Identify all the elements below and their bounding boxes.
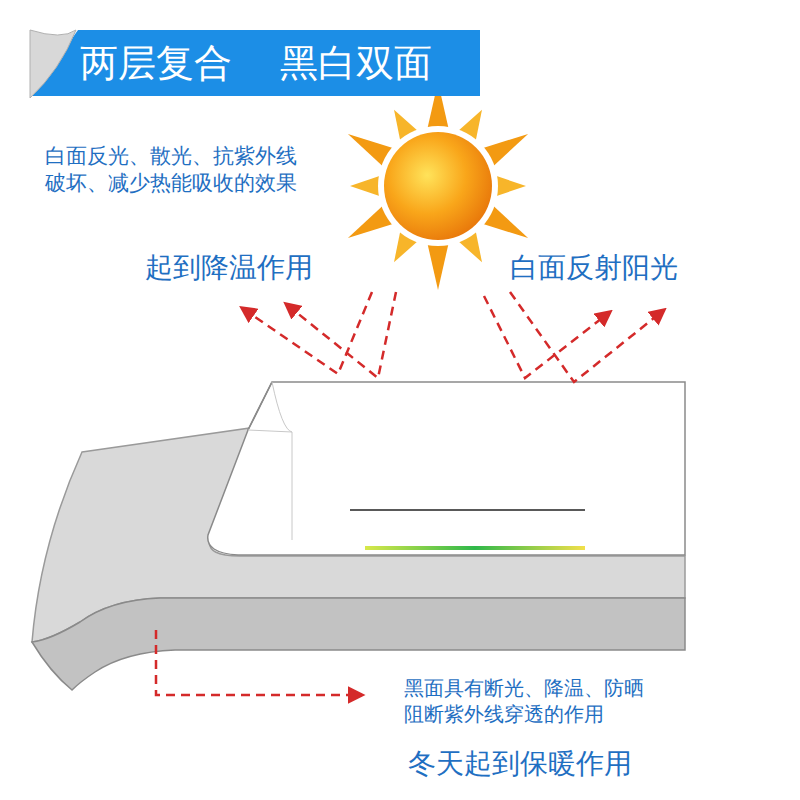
seam-line <box>350 509 585 511</box>
banner-curl <box>30 30 78 98</box>
white-side-note: 白面反光、散光、抗紫外线 破坏、减少热能吸收的效果 <box>45 143 310 198</box>
white-layer-shade <box>248 430 292 432</box>
reflect-arrows-right <box>484 292 664 382</box>
sun-disc <box>384 132 492 240</box>
banner-text: 两层复合 <box>80 38 232 89</box>
color-stripe <box>365 546 585 550</box>
black-layer-arrow <box>156 630 362 695</box>
banner-text: 黑白双面 <box>280 38 432 89</box>
title-banner: 两层复合黑白双面 <box>30 30 480 96</box>
sun-ring <box>378 126 498 246</box>
cooling-label: 起到降温作用 <box>145 250 313 286</box>
warmth-label: 冬天起到保暖作用 <box>408 746 632 782</box>
black-side-note: 黑面具有断光、降温、防晒 阻断紫外线穿透的作用 <box>404 675 656 727</box>
sun-icon <box>348 82 528 290</box>
reflect-arrows-left <box>242 292 396 378</box>
reflect-label: 白面反射阳光 <box>510 250 678 286</box>
banner-curl-shadow <box>30 30 76 98</box>
white-layer <box>208 382 685 555</box>
banner-curl-layer <box>0 0 90 100</box>
sun-ray <box>427 241 449 290</box>
white-layer-edge <box>248 382 272 430</box>
white-layer-shade <box>272 382 292 540</box>
